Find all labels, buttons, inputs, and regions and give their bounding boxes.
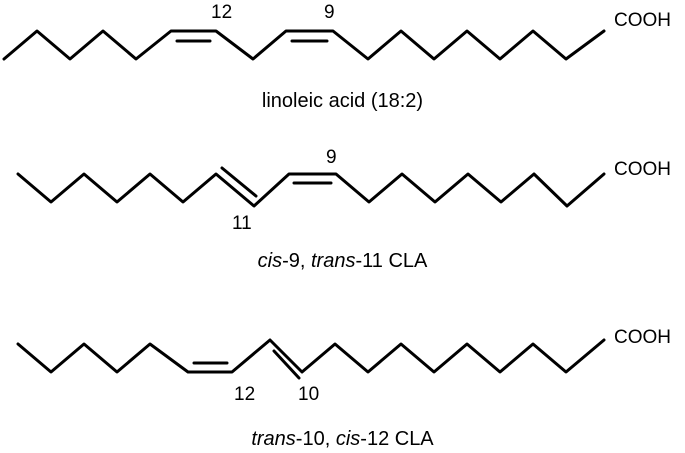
trans10-cis12-cla-caption: trans-10, cis-12 CLA (0, 428, 685, 451)
trans10-cis12-cla-locant-12: 12 (234, 384, 255, 405)
trans10-cis12-cla-structure: 12 10 COOH (16, 327, 671, 405)
trans10-cis12-cla-caption-trans: trans (251, 428, 296, 450)
linoleic-acid-carbon-chain (2, 29, 606, 61)
cis9-trans11-cla-cooh-label: COOH (614, 159, 671, 180)
trans10-cis12-cla-carbon-chain (16, 338, 606, 374)
trans10-cis12-cla-caption-locant-12: -12 CLA (360, 428, 434, 450)
trans10-cis12-cla-cooh-label: COOH (614, 327, 671, 348)
cis9-trans11-cla-locant-9: 9 (326, 147, 337, 168)
cis9-trans11-cla-locant-11: 11 (232, 213, 252, 234)
trans10-cis12-cla-double-bond-10 (272, 349, 301, 380)
trans10-cis12-cla-caption-locant-10: -10, (295, 428, 336, 450)
linoleic-acid-caption-text: linoleic acid (18:2) (261, 90, 424, 112)
cis9-trans11-cla-caption-trans: trans (311, 250, 356, 272)
linoleic-acid-caption: linoleic acid (18:2) (0, 90, 685, 113)
cis9-trans11-cla-caption-locant-9: -9, (282, 250, 311, 272)
linoleic-acid-structure: 12 9 COOH (2, 2, 671, 61)
cis9-trans11-cla-caption: cis-9, trans-11 CLA (0, 250, 685, 273)
cis9-trans11-cla-caption-locant-11: -11 CLA (355, 250, 428, 272)
linoleic-acid-cooh-label: COOH (614, 10, 671, 31)
linoleic-acid-locant-9: 9 (324, 2, 335, 23)
linoleic-acid-locant-12: 12 (211, 2, 232, 23)
cis9-trans11-cla-double-bond-11 (220, 166, 258, 198)
trans10-cis12-cla-locant-10: 10 (298, 384, 319, 405)
cis9-trans11-cla-caption-cis: cis (257, 250, 283, 272)
cis9-trans11-cla-structure: 9 11 COOH (16, 147, 671, 234)
cis9-trans11-cla-carbon-chain (16, 172, 606, 208)
trans10-cis12-cla-caption-cis: cis (335, 428, 361, 450)
